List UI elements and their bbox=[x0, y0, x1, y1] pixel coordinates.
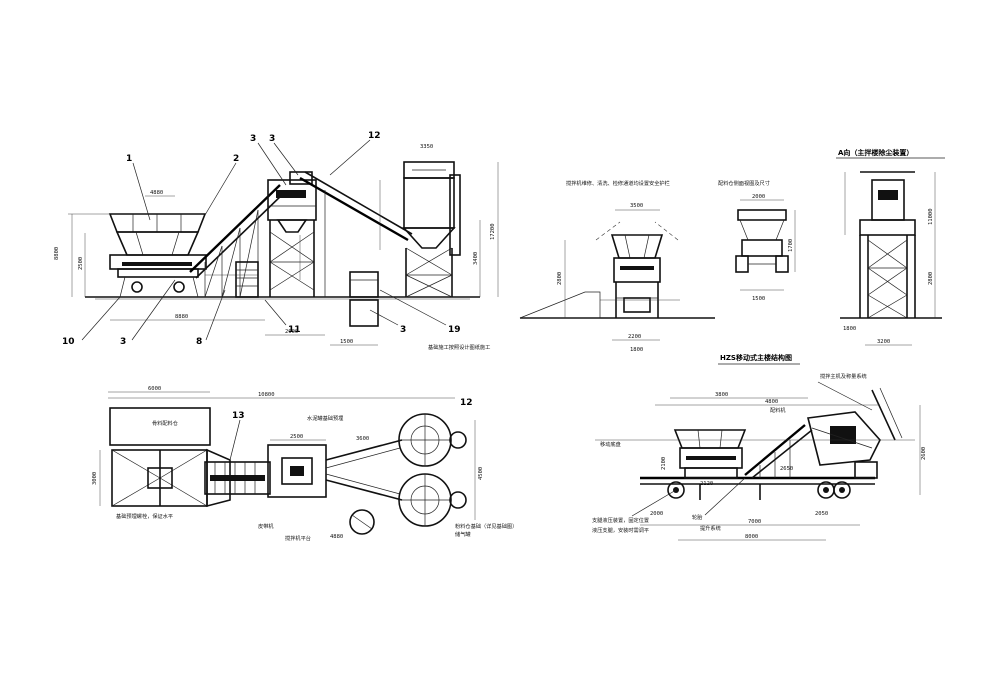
plan-note: 粉料仓基础（详见基础图） bbox=[455, 522, 517, 530]
dim-label: 2000 bbox=[285, 329, 298, 335]
dim-label: 8800 bbox=[54, 247, 60, 260]
dim-label: 1800 bbox=[843, 326, 856, 332]
callout-13-plan: 13 bbox=[232, 411, 245, 421]
dim-label: 8880 bbox=[175, 314, 188, 320]
plan-note: 皮带机 bbox=[258, 522, 274, 530]
plan-view: 骨料配料仓 bbox=[92, 386, 517, 542]
callout-10: 10 bbox=[62, 337, 75, 347]
dim-label: 3600 bbox=[356, 436, 369, 442]
plan-note: 骨料配料仓 bbox=[152, 419, 179, 427]
dim-label: 7000 bbox=[748, 519, 761, 525]
mobile-note: 提升系统 bbox=[700, 524, 721, 532]
dim-label: 2500 bbox=[290, 434, 303, 440]
front-elevation-view: 1 2 3 3 12 10 3 8 11 3 19 4880 8880 2000… bbox=[54, 131, 499, 351]
plan-note: 基础预埋螺栓，保证水平 bbox=[116, 512, 173, 520]
dim-label: 1700 bbox=[788, 239, 794, 252]
dim-label: 2000 bbox=[752, 194, 765, 200]
mixing-tower bbox=[267, 171, 317, 297]
dim-label: 2650 bbox=[780, 466, 793, 472]
cement-silo bbox=[402, 161, 461, 298]
mobile-plant-view: HZS移动式主楼结构图 bbox=[592, 353, 927, 541]
callout-12-plan: 12 bbox=[460, 398, 473, 408]
mobile-view-caption: HZS移动式主楼结构图 bbox=[720, 353, 792, 362]
callout-11: 11 bbox=[288, 325, 301, 335]
dim-label: 2800 bbox=[928, 272, 934, 285]
end-view: 配料仓侧面视图及尺寸 2000 1500 1700 bbox=[718, 179, 796, 302]
dim-label: 2120 bbox=[700, 481, 713, 487]
dim-label: 6000 bbox=[148, 386, 161, 392]
inclined-belt-conveyor bbox=[189, 184, 286, 298]
dim-label: 2500 bbox=[78, 257, 84, 270]
callout-3-right: 3 bbox=[400, 325, 406, 335]
dim-label: 3000 bbox=[92, 472, 98, 485]
dim-label: 2800 bbox=[557, 272, 563, 285]
dim-label: 4880 bbox=[330, 534, 343, 540]
callout-1: 1 bbox=[126, 154, 132, 164]
callout-19: 19 bbox=[448, 325, 461, 335]
dim-label: 1500 bbox=[340, 339, 353, 345]
mobile-note: 搅拌主机及称量系统 bbox=[820, 372, 867, 380]
dim-label: 17200 bbox=[490, 223, 496, 240]
mobile-note: 配料机 bbox=[770, 406, 786, 414]
dim-label: 2050 bbox=[815, 511, 828, 517]
a-direction-view: A向（主拌楼除尘装置） 11000 2800 3200 1800 bbox=[836, 148, 945, 346]
mobile-note: 移动底盘 bbox=[600, 440, 621, 448]
dim-label: 3400 bbox=[473, 252, 479, 265]
dim-label: 10800 bbox=[258, 392, 275, 398]
callout-2: 2 bbox=[233, 154, 239, 164]
dim-label: 2200 bbox=[628, 334, 641, 340]
dim-label: 2100 bbox=[661, 457, 667, 470]
dim-label: 3200 bbox=[877, 339, 890, 345]
dim-label: 2600 bbox=[921, 447, 927, 460]
side-elevation-view: 搅拌机维修、清洗、检修通道均设置安全护栏 3500 2200 2800 1800 bbox=[519, 179, 715, 353]
aggregate-hopper bbox=[108, 213, 207, 298]
base-note: 基础施工按照设计图纸施工 bbox=[428, 343, 490, 351]
a-view-caption: A向（主拌楼除尘装置） bbox=[838, 148, 913, 157]
dim-label: 1500 bbox=[752, 296, 765, 302]
callout-8: 8 bbox=[196, 337, 202, 347]
plan-note: 搅拌机平台 bbox=[285, 534, 311, 542]
mobile-note: 液压支腿，安装时需调平 bbox=[592, 526, 649, 534]
plan-note: 水泥罐基础预埋 bbox=[307, 414, 343, 422]
callout-3-bottom: 3 bbox=[120, 337, 126, 347]
callout-3-top: 3 bbox=[250, 134, 256, 144]
mobile-note: 轮胎 bbox=[692, 513, 703, 521]
callout-12: 12 bbox=[368, 131, 381, 141]
side-view-note: 搅拌机维修、清洗、检修通道均设置安全护栏 bbox=[566, 179, 670, 187]
plan-note: 储气罐 bbox=[455, 530, 471, 538]
dim-label: 4800 bbox=[765, 399, 778, 405]
callout-3-top-b: 3 bbox=[269, 134, 275, 144]
mobile-note: 支腿液压装置，固定位置 bbox=[592, 516, 649, 524]
dim-label: 11000 bbox=[928, 208, 934, 225]
dim-label: 2000 bbox=[650, 511, 663, 517]
dim-label: 3800 bbox=[715, 392, 728, 398]
dim-label: 4880 bbox=[150, 190, 163, 196]
end-view-note: 配料仓侧面视图及尺寸 bbox=[718, 179, 770, 187]
dim-label: 1800 bbox=[630, 347, 643, 353]
dim-label: 3500 bbox=[630, 203, 643, 209]
dim-label: 3350 bbox=[420, 144, 433, 150]
dim-label: 8000 bbox=[745, 534, 758, 540]
dim-label: 4500 bbox=[478, 467, 484, 480]
